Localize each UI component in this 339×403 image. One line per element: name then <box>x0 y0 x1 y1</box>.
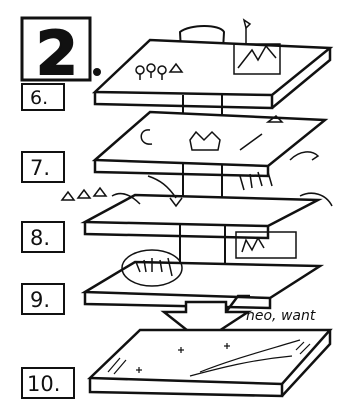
level-label-6: 6. <box>22 84 64 110</box>
level-label-8-text: 8. <box>30 226 50 250</box>
level-label-9: 9. <box>22 284 64 314</box>
base-terrain <box>90 330 330 396</box>
figure-number-box: 2 <box>22 18 101 89</box>
level-label-7: 7. <box>22 152 64 182</box>
level-label-10: 10. <box>22 368 74 398</box>
level-label-7-text: 7. <box>30 156 50 180</box>
layer-6-plate <box>95 40 330 108</box>
figure-number-dot <box>93 68 101 76</box>
layer-7-plate <box>95 112 325 176</box>
level-label-8: 8. <box>22 222 64 252</box>
level-label-6-text: 6. <box>30 87 48 109</box>
level-label-9-text: 9. <box>30 288 50 312</box>
figure-number: 2 <box>36 19 78 89</box>
annotation-new-want: neo, want <box>246 308 316 324</box>
level-label-10-text: 10. <box>27 372 60 396</box>
